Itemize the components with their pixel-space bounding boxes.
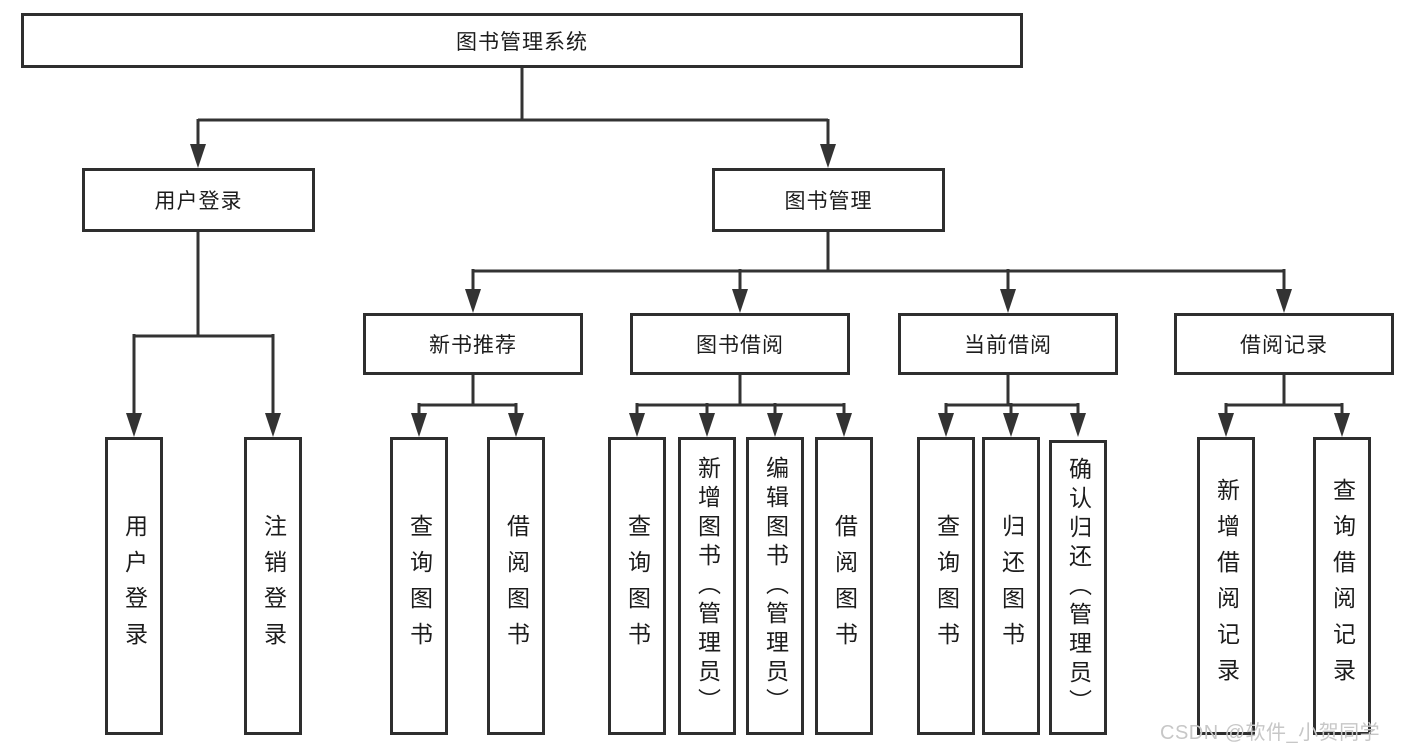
node-bb-edit-books: 编辑图书（管理员）: [746, 437, 804, 735]
node-rec-query-books: 查询图书: [390, 437, 448, 735]
node-book-mgmt: 图书管理: [712, 168, 945, 232]
node-book-borrow: 图书借阅: [630, 313, 850, 375]
node-new-book-rec-label: 新书推荐: [429, 334, 517, 357]
node-bb-add-books: 新增图书（管理员）: [678, 437, 736, 735]
node-user-login: 用户登录: [82, 168, 315, 232]
node-rec-query-books-label: 查询图书: [406, 514, 433, 658]
node-cb-query-books: 查询图书: [917, 437, 975, 735]
node-root: 图书管理系统: [21, 13, 1023, 68]
node-cb-return-books-label: 归还图书: [998, 514, 1025, 658]
node-user-login-leaf: 用户登录: [105, 437, 163, 735]
node-br-add-record: 新增借阅记录: [1197, 437, 1255, 735]
node-new-book-rec: 新书推荐: [363, 313, 583, 375]
node-cb-confirm-return-label: 确认归还（管理员）: [1065, 457, 1092, 718]
node-borrow-records-label: 借阅记录: [1240, 334, 1328, 357]
node-bb-borrow-books-label: 借阅图书: [831, 514, 858, 658]
connectors-book-mgmt: [465, 232, 1292, 313]
node-user-login-label: 用户登录: [154, 190, 243, 213]
connectors-borrow-records: [1218, 375, 1350, 437]
connectors-current-borrow: [938, 375, 1086, 437]
node-bb-query-books-label: 查询图书: [624, 514, 651, 658]
node-logout-leaf-label: 注销登录: [260, 514, 287, 658]
node-cb-return-books: 归还图书: [982, 437, 1040, 735]
node-current-borrow: 当前借阅: [898, 313, 1118, 375]
node-bb-query-books: 查询图书: [608, 437, 666, 735]
node-borrow-records: 借阅记录: [1174, 313, 1394, 375]
connectors-root: [190, 68, 836, 168]
connectors-book-borrow: [629, 375, 852, 437]
node-rec-borrow-books-label: 借阅图书: [503, 514, 530, 658]
csdn-watermark: CSDN @软件_小贺同学: [1160, 722, 1381, 744]
node-br-query-record: 查询借阅记录: [1313, 437, 1371, 735]
node-logout-leaf: 注销登录: [244, 437, 302, 735]
node-bb-edit-books-label: 编辑图书（管理员）: [762, 455, 789, 717]
connectors-new-book-rec: [411, 375, 524, 437]
node-cb-query-books-label: 查询图书: [933, 514, 960, 658]
node-cb-confirm-return: 确认归还（管理员）: [1049, 440, 1107, 735]
node-current-borrow-label: 当前借阅: [964, 334, 1052, 357]
node-bb-add-books-label: 新增图书（管理员）: [694, 455, 721, 717]
node-bb-borrow-books: 借阅图书: [815, 437, 873, 735]
node-root-label: 图书管理系统: [456, 30, 588, 54]
node-user-login-leaf-label: 用户登录: [121, 514, 148, 658]
connectors-user-login: [126, 232, 281, 437]
node-book-borrow-label: 图书借阅: [696, 334, 784, 357]
node-rec-borrow-books: 借阅图书: [487, 437, 545, 735]
node-br-add-record-label: 新增借阅记录: [1213, 478, 1240, 694]
node-book-mgmt-label: 图书管理: [784, 190, 873, 213]
node-br-query-record-label: 查询借阅记录: [1329, 478, 1356, 694]
